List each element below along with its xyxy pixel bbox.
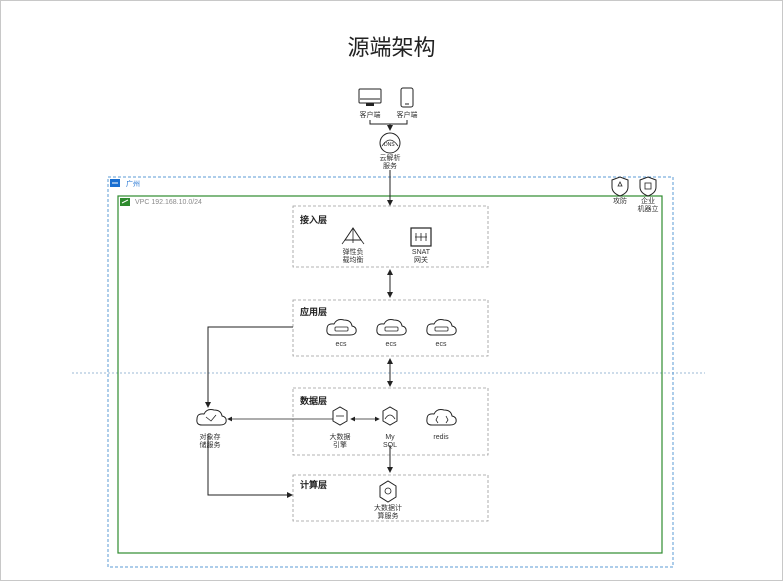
data-layer-box (292, 387, 489, 456)
ecs-label-2: ecs (385, 341, 397, 348)
connector-mobile-dns (390, 120, 408, 125)
ecs-icon-3 (426, 319, 457, 336)
connector-storage-compute (207, 434, 293, 498)
compute-label-line1: 大数据计 (374, 505, 402, 512)
load-balancer-label-line1: 弹性负 (342, 249, 364, 256)
page-title: 源端架构 (347, 35, 436, 60)
dns-label-line1: 云解析 (379, 155, 401, 162)
load-balancer-label-line2: 载均衡 (342, 257, 364, 264)
ecs-label-1: ecs (335, 341, 347, 348)
bigdata-engine-label-line2: 引擎 (333, 442, 347, 449)
compute-icon (379, 480, 397, 503)
ecs-label-3: ecs (435, 341, 447, 348)
app-layer-title: 应用层 (300, 307, 328, 317)
bigdata-engine-icon (332, 406, 348, 426)
load-balancer-icon (341, 227, 365, 245)
bigdata-engine-label-line1: 大数据 (329, 434, 351, 441)
vpc-label: VPC 192.168.10.0/24 (135, 199, 202, 206)
connector-app-storage (205, 326, 293, 408)
compute-layer-title: 计算层 (300, 480, 328, 490)
mysql-icon (382, 406, 398, 426)
access-layer-title: 接入层 (300, 215, 328, 225)
anti-ddos-icon (611, 176, 629, 197)
mysql-label-line2: SQL (382, 442, 397, 449)
region-label: 广州 (126, 181, 140, 188)
waf-label-line2: 机器立 (637, 206, 659, 213)
data-layer-title: 数据层 (300, 396, 328, 406)
object-storage-label-line1: 对象存 (199, 434, 221, 441)
redis-label: redis (433, 434, 449, 441)
object-storage-icon (196, 409, 227, 426)
mobile-icon (400, 87, 414, 108)
compute-layer-box (292, 474, 489, 522)
desktop-client-label: 客户端 (359, 112, 381, 119)
desktop-icon (358, 88, 382, 106)
redis-icon (426, 409, 457, 426)
waf-icon (639, 176, 657, 197)
nat-gateway-label-line2: 网关 (414, 257, 428, 264)
ecs-icon-1 (326, 319, 357, 336)
nat-gateway-icon (410, 227, 432, 247)
access-layer-box (292, 205, 489, 268)
app-layer-box (292, 299, 489, 357)
dns-label-line2: 服务 (383, 163, 397, 170)
connector-client-dns (369, 120, 393, 131)
anti-ddos-label: 攻防 (613, 198, 627, 205)
waf-label-line1: 企业 (641, 198, 655, 205)
nat-gateway-label-line1: SNAT (411, 249, 431, 256)
compute-label-line2: 算服务 (377, 513, 399, 520)
object-storage-label-line2: 储服务 (199, 442, 221, 449)
svg-text:DNS: DNS (384, 142, 395, 148)
mobile-client-label: 客户端 (396, 112, 418, 119)
ecs-icon-2 (376, 319, 407, 336)
dns-icon: DNS (379, 132, 401, 154)
mysql-label-line1: My (385, 434, 395, 441)
